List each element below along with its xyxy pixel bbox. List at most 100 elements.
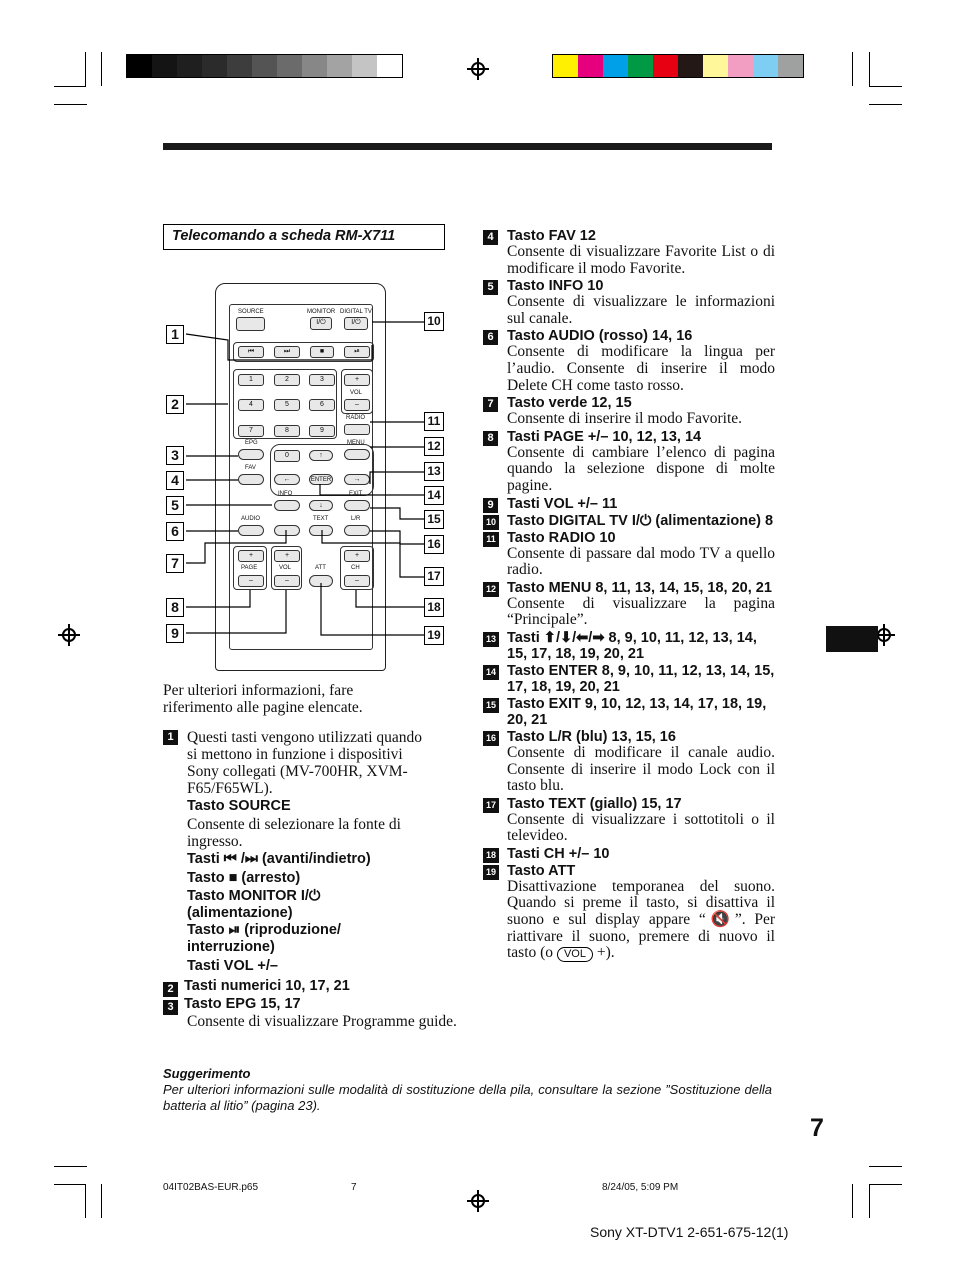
label-vol-top: VOL [350, 390, 363, 396]
callout-4: 4 [166, 471, 184, 490]
item-title: Tasto RADIO 10 [507, 529, 616, 546]
exit-button [344, 500, 370, 511]
callout-18: 18 [424, 598, 444, 617]
calibration-swatch [628, 55, 653, 77]
audio-red-button [238, 525, 264, 536]
play-title: Tasto ⏯ (riproduzione/ interruzione) [187, 922, 341, 955]
crop-mark [101, 1184, 102, 1218]
calibration-swatch [327, 55, 352, 77]
item-title: Tasto EXIT 9, 10, 12, 13, 14, 17, 18, 19… [507, 695, 767, 728]
item-desc-text: Consente di visualizzare le informazioni… [507, 293, 775, 327]
label-lr: L/R [351, 516, 361, 522]
item-number: 18 [483, 847, 499, 863]
calibration-swatch [152, 55, 177, 77]
source-button [236, 317, 265, 331]
callout-19: 19 [424, 626, 444, 645]
calibration-swatch [778, 55, 803, 77]
up-button: ↑ [309, 450, 333, 461]
intro-text: Per ulteriori informazioni, fare riferim… [163, 682, 363, 716]
att-button [309, 575, 333, 587]
label-page: PAGE [241, 565, 258, 571]
epg-button [238, 449, 264, 460]
section-title: Telecomando a scheda RM-X711 [163, 224, 445, 250]
calibration-swatch [678, 55, 703, 77]
text-yellow-button [309, 525, 333, 536]
item-desc-text: Consente di visualizzare i sottotitoli o… [507, 810, 775, 845]
item-desc: Consente di passare dal modo TV a quello… [507, 545, 775, 579]
callout-16: 16 [424, 535, 444, 554]
callout-5: 5 [166, 496, 184, 515]
calibration-swatch [553, 55, 578, 77]
label-att: ATT [315, 565, 326, 571]
calibration-swatch [377, 55, 402, 77]
item-title: Tasto AUDIO (rosso) 14, 16 [507, 328, 693, 345]
item-title: Tasto INFO 10 [507, 278, 604, 295]
vol-group-top [341, 369, 373, 414]
footer-file: 04IT02BAS-EUR.p65 [163, 1182, 259, 1193]
item-number: 8 [483, 430, 498, 446]
item-2-title: Tasti numerici 10, 17, 21 [184, 978, 350, 994]
label-monitor: MONITOR [307, 309, 336, 315]
crop-mark [85, 52, 86, 86]
label-fav: FAV [245, 465, 256, 471]
item-desc: Consente di modificare la lingua per l’a… [507, 344, 775, 394]
down-button: ↓ [309, 500, 333, 511]
label-menu: MENU [347, 440, 365, 446]
callout-8: 8 [166, 598, 184, 617]
item-title: Tasto MENU 8, 11, 13, 14, 15, 18, 20, 21 [507, 579, 772, 596]
calibration-swatch [578, 55, 603, 77]
crop-mark [54, 1166, 87, 1167]
calibration-swatch [177, 55, 202, 77]
monitor-power-button: I/⏻ [310, 317, 332, 330]
item-number: 10 [483, 514, 499, 530]
item-title: Tasto L/R (blu) 13, 15, 16 [507, 728, 676, 745]
calibration-swatch [202, 55, 227, 77]
crop-mark [101, 52, 102, 86]
item-desc-text: Consente di modificare la lingua per l’a… [507, 343, 775, 394]
callout-7: 7 [166, 554, 184, 573]
label-vol-bottom: VOL [279, 565, 292, 571]
item-desc-text: Consente di modificare il canale audio. … [507, 743, 775, 795]
vol-pill: VOL [556, 947, 593, 963]
next-button: ⏭ [274, 346, 300, 358]
footer-date: 8/24/05, 5:09 PM [602, 1182, 679, 1193]
calibration-swatch [127, 55, 152, 77]
item-number: 17 [483, 797, 499, 813]
calibration-swatch [703, 55, 728, 77]
crop-mark [869, 1166, 902, 1167]
play-pause-button: ⏯ [344, 346, 370, 358]
label-digital-tv: DIGITAL TV [340, 309, 372, 315]
digit-0: 0 [274, 450, 300, 462]
item-number: 15 [483, 697, 499, 713]
right-button: → [344, 474, 370, 485]
item-number: 13 [483, 631, 499, 647]
item-desc: Consente di cambiare l’elenco di pagina … [507, 444, 775, 495]
model-line: Sony XT-DTV1 2-651-675-12(1) [590, 1224, 789, 1240]
remote-control-diagram: SOURCE MONITOR DIGITAL TV I/⏻ I/⏻ ⏮ ⏭ ■ … [215, 283, 386, 671]
stop-title: Tasto ■ (arresto) [187, 870, 301, 886]
item-number: 12 [483, 581, 499, 597]
calibration-swatch [227, 55, 252, 77]
stop-button: ■ [310, 346, 334, 358]
tip-title: Suggerimento [163, 1066, 251, 1081]
callout-1: 1 [166, 325, 184, 344]
enter-button: ENTER [309, 474, 333, 485]
item-1-text: Questi tasti vengono utilizzati quando s… [187, 729, 423, 797]
digit-3: 3 [309, 374, 335, 386]
calibration-swatch [252, 55, 277, 77]
item-number: 19 [483, 864, 499, 880]
item-desc-text: Consente di visualizzare Favorite List o… [507, 243, 775, 277]
crop-mark [869, 104, 902, 105]
source-desc: Consente di selezionare la fonte di ingr… [187, 816, 401, 850]
